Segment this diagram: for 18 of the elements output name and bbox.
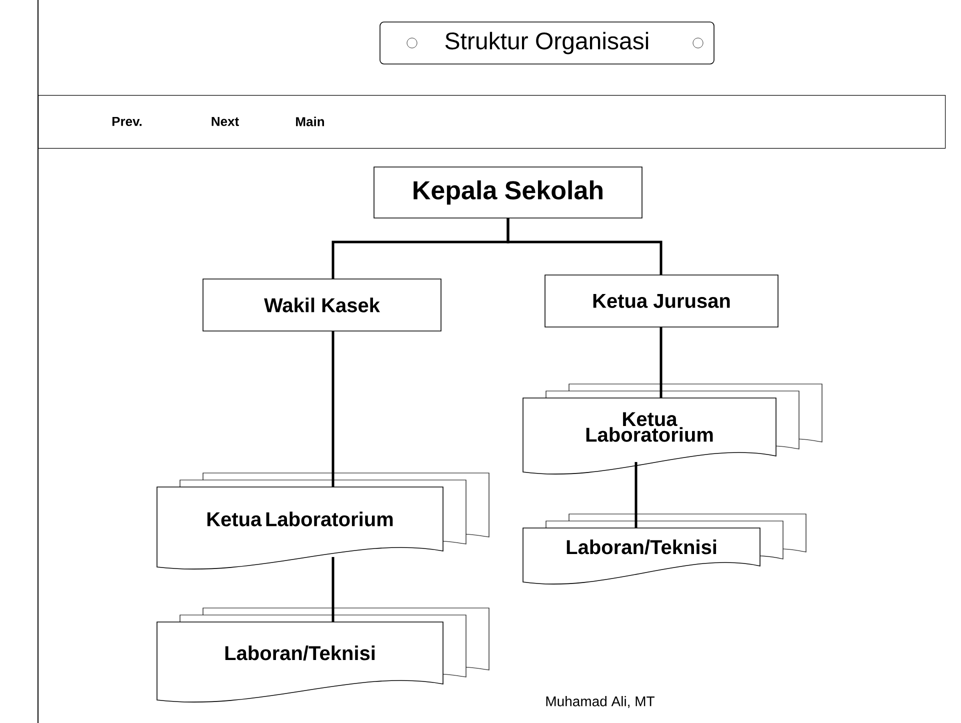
- title-box: Struktur Organisasi: [380, 22, 714, 64]
- org-box: Kepala Sekolah: [374, 166, 642, 218]
- connector-line: [506, 218, 662, 275]
- connector-line: [634, 462, 638, 528]
- document-stack: Ketua Laboratorium: [522, 384, 822, 474]
- document-stack: Ketua Laboratorium: [156, 472, 490, 570]
- document-stack: Laboran/Teknisi: [156, 608, 490, 702]
- author-note: Muhamad Ali, MT: [546, 696, 655, 708]
- nav-link: Main: [296, 116, 324, 126]
- document-stack: Laboran/Teknisi: [522, 514, 806, 584]
- nav-bar: [38, 95, 946, 149]
- org-box: Ketua Jurusan: [544, 274, 778, 328]
- org-box: Wakil Kasek: [202, 278, 442, 332]
- nav-link: Prev.: [112, 116, 142, 126]
- connector-line: [660, 327, 662, 398]
- nav-link: Next: [212, 116, 239, 126]
- connector-line: [332, 331, 334, 487]
- connector-line: [332, 557, 334, 622]
